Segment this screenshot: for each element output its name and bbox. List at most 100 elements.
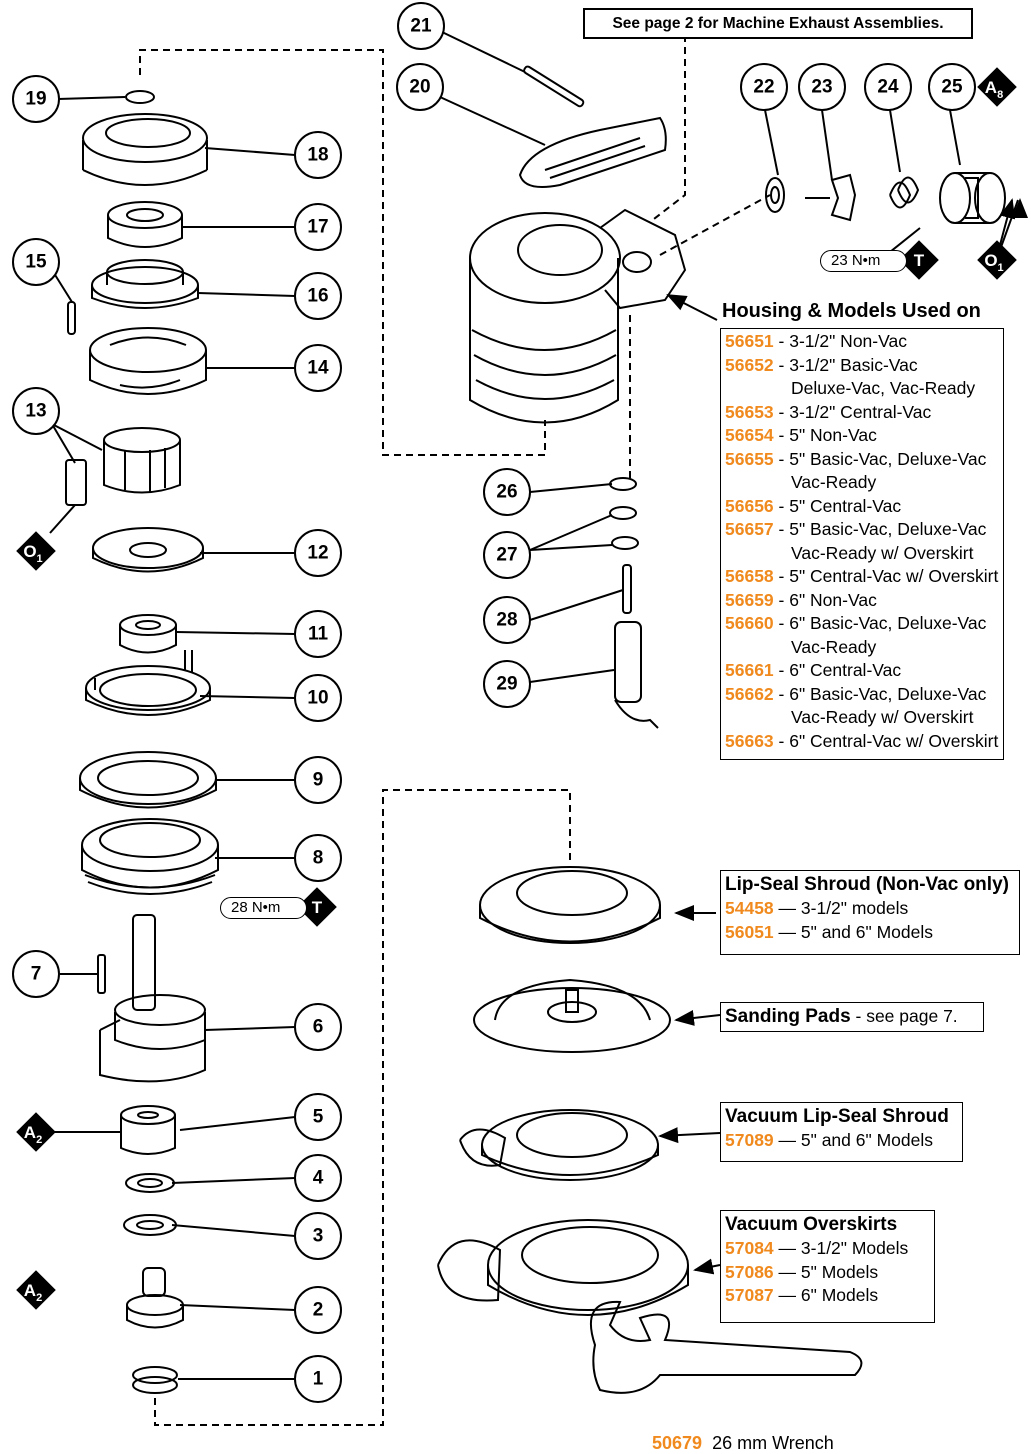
- part-row: 56662 - 6" Basic-Vac, Deluxe-Vac: [725, 683, 999, 707]
- marker-t-bushing: T: [914, 251, 925, 270]
- part-description: - 6" Non-Vac: [773, 589, 877, 610]
- marker-a2-weight: A2: [24, 1281, 42, 1304]
- callout-3: 3: [313, 1226, 324, 1247]
- wrench-part-number: 50679: [652, 1433, 703, 1453]
- torque-label-right: 23 N•m: [820, 250, 908, 272]
- part-description: - 5" Basic-Vac, Deluxe-Vac: [773, 448, 987, 469]
- part-description-continued: Vac-Ready: [791, 472, 877, 492]
- marker-o1-bushing: O1: [984, 251, 1003, 274]
- part-13-rotor: [103, 427, 181, 494]
- marker-a8-bushing: A8: [985, 78, 1003, 101]
- part-17-bearing: [107, 201, 183, 248]
- part-description: - 6" Central-Vac w/ Overskirt: [773, 730, 999, 751]
- part-row: 57086 — 5" Models: [725, 1261, 930, 1285]
- part-25-inlet-bushing: [939, 172, 1006, 224]
- part-description: — 6" Models: [773, 1285, 879, 1305]
- part-6-spindle: [99, 914, 206, 1083]
- dashed-guide-exhaust: [659, 194, 771, 256]
- part-row: 56659 - 6" Non-Vac: [725, 589, 999, 613]
- overskirts-title: Vacuum Overskirts: [725, 1214, 898, 1235]
- sanding-pads-title: Sanding Pads: [725, 1006, 851, 1027]
- part-description-continued: Vac-Ready: [791, 636, 877, 657]
- part-number: 56661: [725, 660, 774, 680]
- part-description: — 3-1/2" models: [773, 898, 909, 918]
- part-row: 57089 — 5" and 6" Models: [725, 1129, 958, 1153]
- exhaust-note: See page 2 for Machine Exhaust Assemblie…: [583, 8, 973, 39]
- part-description-continued: Vac-Ready w/ Overskirt: [791, 542, 974, 563]
- part-row: 56651 - 3-1/2" Non-Vac: [725, 330, 999, 354]
- part-number: 56655: [725, 448, 774, 469]
- part-9-seal: [79, 751, 217, 809]
- part-description: - 5" Non-Vac: [773, 425, 877, 445]
- part-5-bearing: [120, 1105, 176, 1155]
- callout-1: 1: [313, 1369, 324, 1390]
- lip-seal-box: Lip-Seal Shroud (Non-Vac only) 54458 — 3…: [720, 870, 1020, 955]
- part-13-blade: [65, 459, 87, 506]
- part-16-end-plate: [91, 259, 199, 309]
- part-1-retaining-ring: [132, 1366, 178, 1394]
- part-7-key: [97, 954, 106, 994]
- marker-t-housing-nut: T: [312, 898, 323, 917]
- part-row: 56663 - 6" Central-Vac w/ Overskirt: [725, 730, 999, 754]
- part-22-washer: [765, 177, 785, 213]
- wrench-label: 50679 26 mm Wrench: [652, 1433, 834, 1454]
- part-15-pin: [67, 301, 76, 335]
- part-12-end-plate: [92, 527, 204, 573]
- part-number: 56051: [725, 921, 774, 942]
- part-number: 56658: [725, 566, 774, 586]
- part-number: 56663: [725, 730, 774, 751]
- dashed-guide-lower: [154, 789, 571, 1426]
- part-row: 56660 - 6" Basic-Vac, Deluxe-Vac: [725, 612, 999, 636]
- part-23-valve: [805, 173, 857, 222]
- part-11-bearing: [119, 614, 177, 654]
- part-27-o-ring: [609, 506, 639, 550]
- callout-16: 16: [307, 286, 328, 307]
- part-description-continued: Deluxe-Vac, Vac-Ready: [791, 378, 976, 398]
- callout-15: 15: [25, 252, 47, 273]
- part-row: 57087 — 6" Models: [725, 1284, 930, 1308]
- sanding-pad: [473, 978, 671, 1053]
- part-number: 57086: [725, 1261, 774, 1282]
- part-row: 56661 - 6" Central-Vac: [725, 659, 999, 683]
- part-21-pin: [523, 65, 585, 108]
- part-10-ring: [85, 650, 211, 716]
- part-description-continued: Vac-Ready w/ Overskirt: [791, 707, 974, 727]
- part-29-valve-stem: [614, 621, 659, 729]
- marker-a2-bearing: A2: [24, 1123, 42, 1146]
- part-number: 56654: [725, 425, 774, 445]
- part-2-weight: [126, 1267, 184, 1329]
- callout-23: 23: [811, 77, 832, 98]
- part-row: 56652 - 3-1/2" Basic-Vac: [725, 354, 999, 378]
- part-row: 56657 - 5" Basic-Vac, Deluxe-Vac: [725, 518, 999, 542]
- sanding-pads-note: - see page 7.: [850, 1006, 958, 1026]
- callout-11: 11: [308, 624, 329, 645]
- part-number: 57087: [725, 1285, 774, 1305]
- callout-7: 7: [31, 964, 42, 985]
- part-19-ring: [125, 90, 155, 104]
- part-28-pin: [622, 564, 632, 614]
- part-8-housing-nut: [81, 818, 219, 895]
- callout-5: 5: [313, 1107, 324, 1128]
- part-26-ring: [609, 477, 637, 491]
- callout-29: 29: [496, 674, 517, 695]
- part-description: - 6" Central-Vac: [773, 660, 902, 680]
- part-row: 56658 - 5" Central-Vac w/ Overskirt: [725, 565, 999, 589]
- part-description: - 5" Central-Vac w/ Overskirt: [773, 566, 999, 586]
- part-description: — 5" Models: [773, 1261, 879, 1282]
- part-row: 57084 — 3-1/2" Models: [725, 1237, 930, 1261]
- part-number: 56659: [725, 589, 774, 610]
- callout-8: 8: [313, 848, 324, 869]
- callout-25: 25: [941, 77, 963, 98]
- callout-10: 10: [307, 688, 328, 709]
- part-description: - 3-1/2" Non-Vac: [773, 331, 907, 351]
- callout-26: 26: [496, 482, 517, 503]
- vac-lip-seal-title: Vacuum Lip-Seal Shroud: [725, 1106, 949, 1127]
- part-number: 57084: [725, 1238, 774, 1258]
- part-description: — 5" and 6" Models: [773, 1130, 933, 1150]
- part-number: 57089: [725, 1130, 774, 1150]
- callout-9: 9: [313, 770, 324, 791]
- part-4-washer: [125, 1173, 175, 1193]
- part-number: 54458: [725, 898, 774, 918]
